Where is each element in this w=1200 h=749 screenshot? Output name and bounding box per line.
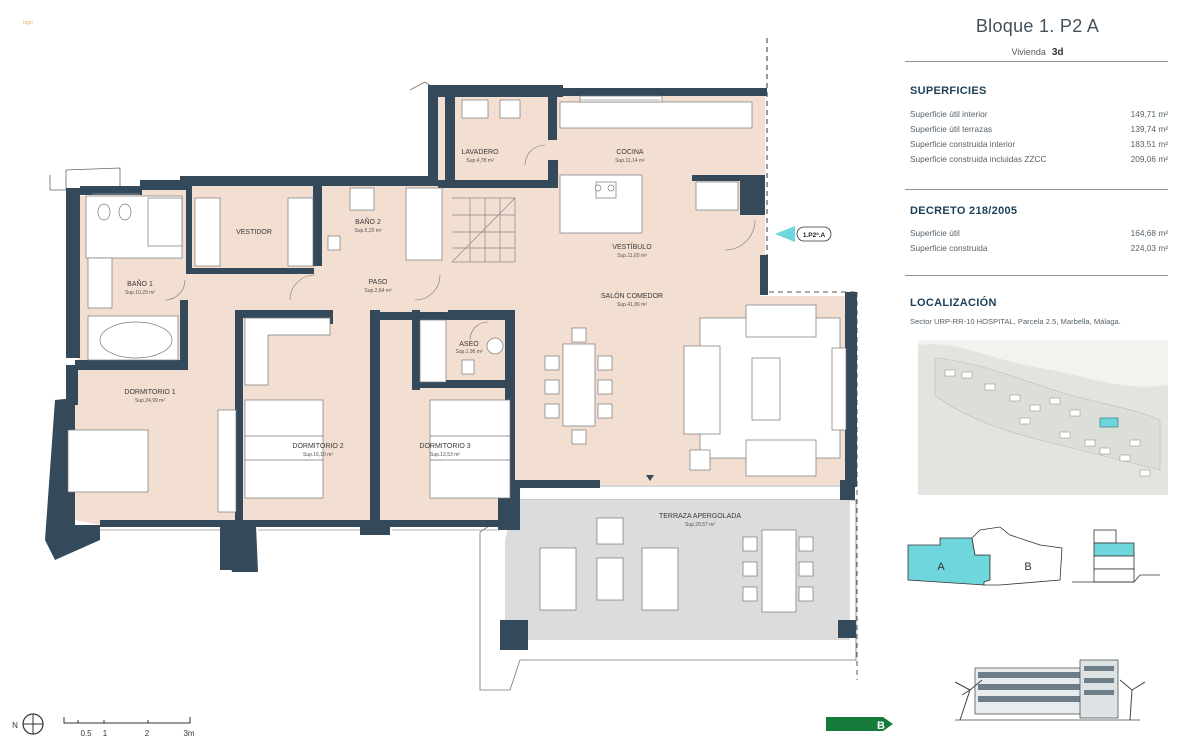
staircase — [451, 197, 516, 263]
room-area-aseo: Sup.1,96 m² — [455, 349, 483, 355]
room-area-dorm1: Sup.24,99 m² — [135, 398, 165, 404]
room-area-terraza: Sup.29,57 m² — [685, 522, 715, 528]
entrance-marker — [646, 475, 654, 481]
superficies-heading: SUPERFICIES — [910, 85, 987, 97]
brand-logo: logo — [23, 20, 33, 26]
svg-text:1.P2ª.A: 1.P2ª.A — [803, 232, 826, 239]
room-area-paso: Sup.2,64 m² — [364, 288, 392, 294]
divider — [905, 61, 1168, 62]
decreto-heading: DECRETO 218/2005 — [910, 205, 1018, 217]
doors — [164, 144, 756, 341]
svg-text:0.5: 0.5 — [80, 729, 92, 738]
svg-text:B: B — [877, 720, 885, 732]
location-highlight — [1099, 417, 1119, 428]
room-label-bano2: BAÑO 2 — [355, 217, 381, 226]
block-key-plan: A B — [907, 526, 1063, 586]
room-area-bano1: Sup.10,29 m² — [125, 290, 155, 296]
building-illustration — [954, 659, 1146, 721]
room-label-vestibulo: VESTÍBULO — [612, 242, 652, 251]
room-label-terraza: TERRAZA APERGOLADA — [659, 513, 741, 520]
north-compass: N — [12, 713, 44, 735]
svg-text:1: 1 — [103, 729, 108, 738]
bedroom-furniture — [67, 317, 511, 513]
room-labels: LAVADERO Sup.4,78 m² COCINA Sup.11,14 m²… — [124, 149, 741, 528]
room-area-vestibulo: Sup.11,65 m² — [617, 253, 647, 259]
divider — [905, 189, 1168, 190]
room-label-vestidor: VESTIDOR — [236, 229, 272, 236]
page-title: Bloque 1. P2 A — [975, 16, 1100, 36]
room-label-lavadero: LAVADERO — [461, 149, 499, 156]
svg-text:2: 2 — [145, 729, 150, 738]
room-area-lavadero: Sup.4,78 m² — [466, 158, 494, 164]
svg-text:3m: 3m — [183, 729, 194, 738]
room-area-salon: Sup.41,86 m² — [617, 302, 647, 308]
room-label-dorm2: DORMITORIO 2 — [292, 443, 343, 450]
terrace-furniture — [539, 517, 814, 613]
floor-plan: LAVADERO Sup.4,78 m² COCINA Sup.11,14 m²… — [45, 38, 858, 691]
vivienda-label: Vivienda — [1011, 47, 1046, 57]
room-label-cocina: COCINA — [616, 149, 644, 156]
north-label: N — [12, 721, 18, 730]
entry-tag: 1.P2ª.A — [775, 226, 832, 242]
room-label-aseo: ASEO — [459, 341, 479, 348]
divider — [905, 275, 1168, 276]
localizacion-heading: LOCALIZACIÓN — [910, 297, 997, 309]
windows — [92, 99, 840, 531]
room-label-paso: PASO — [369, 279, 388, 286]
vivienda-value: 3d — [1051, 47, 1064, 58]
vivienda-line: Vivienda 3d — [905, 47, 1170, 58]
room-label-salon: SALÓN COMEDOR — [601, 291, 663, 300]
next-block-arrow[interactable]: B — [826, 717, 893, 732]
localizacion-text: Sector URP-RR-10 HOSPITAL, Parcela 2.5, … — [910, 317, 1121, 326]
block-b-label: B — [1024, 561, 1031, 573]
room-label-dorm1: DORMITORIO 1 — [124, 389, 175, 396]
room-area-dorm3: Sup.13,53 m² — [430, 452, 460, 458]
room-area-dorm2: Sup.16,10 m² — [303, 452, 333, 458]
section-diagram — [1072, 529, 1160, 583]
living-furniture — [544, 304, 847, 477]
block-a-label: A — [937, 561, 945, 573]
bathroom-fixtures — [85, 187, 504, 383]
location-map — [918, 340, 1168, 495]
kitchen-furniture — [461, 95, 753, 234]
room-label-dorm3: DORMITORIO 3 — [419, 443, 470, 450]
room-area-bano2: Sup.5,20 m² — [354, 228, 382, 234]
room-label-bano1: BAÑO 1 — [127, 279, 153, 288]
room-area-cocina: Sup.11,14 m² — [615, 158, 645, 164]
scale-bar: 0.5 1 2 3m — [63, 717, 195, 738]
